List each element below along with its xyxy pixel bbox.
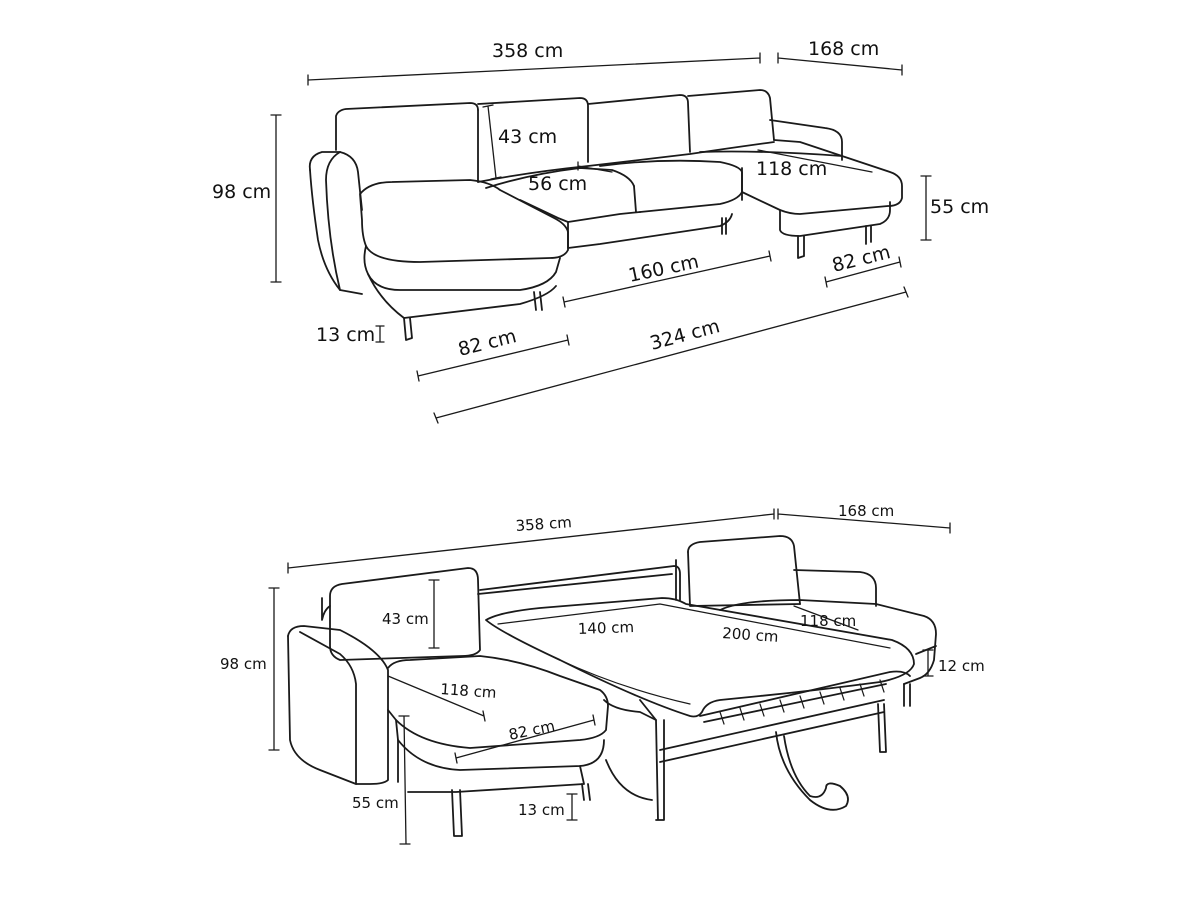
bottom-leg-height-label: 13 cm — [518, 801, 565, 819]
bottom-chaise-length-left-label: 118 cm — [440, 680, 497, 702]
bottom-back-height-label: 43 cm — [382, 610, 429, 628]
top-back-height-label: 43 cm — [498, 126, 557, 148]
top-chaise-width-right-label: 82 cm — [830, 241, 893, 277]
top-chaise-depth-label: 168 cm — [808, 38, 879, 60]
bottom-dimension-labels: 358 cm 168 cm 98 cm 43 cm 140 cm 200 cm … — [220, 502, 985, 819]
top-seat-depth-label: 56 cm — [528, 173, 587, 195]
sofa-bed-drawing — [287, 535, 937, 837]
bottom-chaise-length-right-label: 118 cm — [800, 612, 856, 630]
top-seat-height-label: 55 cm — [930, 196, 989, 218]
sofa-top-drawing — [308, 89, 903, 341]
top-total-width-label: 358 cm — [492, 40, 563, 62]
bottom-total-width-label: 358 cm — [515, 513, 572, 535]
top-leg-height-label: 13 cm — [316, 324, 375, 346]
top-middle-width-label: 160 cm — [626, 251, 700, 287]
bottom-chaise-depth-label: 168 cm — [838, 502, 894, 520]
bottom-dimension-lines — [268, 508, 951, 845]
bottom-height-label: 98 cm — [220, 655, 267, 673]
top-chaise-width-left-label: 82 cm — [456, 325, 519, 361]
bottom-mattress-thickness-label: 12 cm — [938, 657, 985, 675]
bottom-seat-height-label: 55 cm — [352, 794, 399, 812]
top-front-length-label: 324 cm — [648, 315, 723, 355]
top-dimension-labels: 358 cm 168 cm 98 cm 43 cm 56 cm 118 cm 5… — [212, 38, 989, 361]
bottom-mattress-length-label: 200 cm — [722, 624, 779, 646]
top-chaise-length-label: 118 cm — [756, 158, 827, 180]
bottom-mattress-width-label: 140 cm — [578, 618, 635, 638]
top-height-label: 98 cm — [212, 181, 271, 203]
top-dimension-lines — [270, 52, 932, 424]
bottom-chaise-width-label: 82 cm — [507, 717, 556, 744]
